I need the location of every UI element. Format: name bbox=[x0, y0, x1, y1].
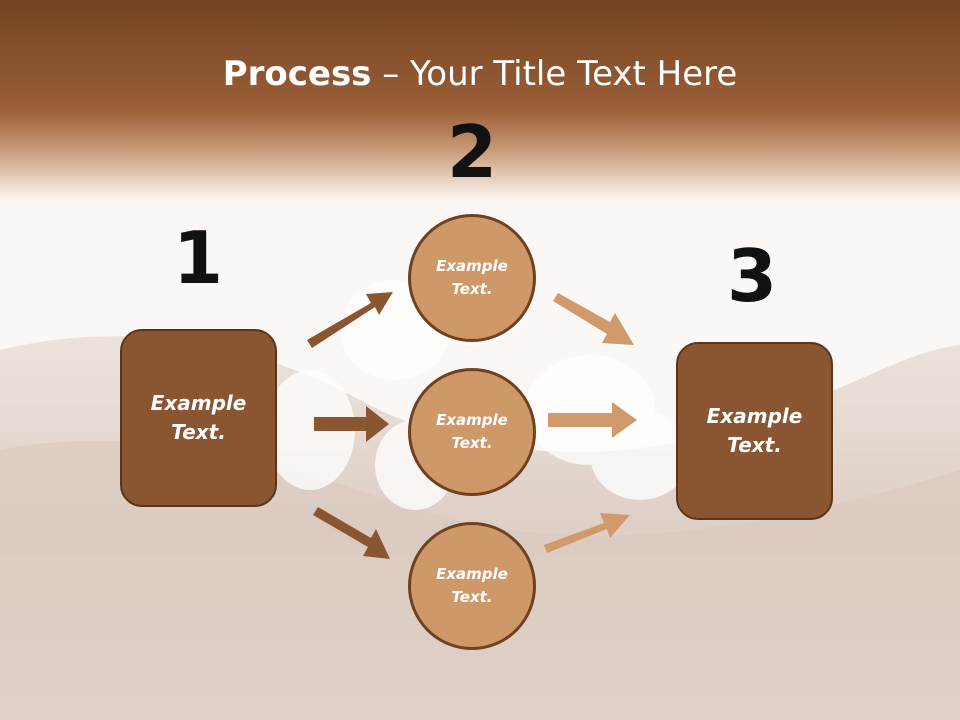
step-number-3: 3 bbox=[726, 234, 778, 318]
arrow-right-dark bbox=[314, 406, 389, 442]
step-number-1: 1 bbox=[172, 216, 224, 300]
step-number-2: 2 bbox=[446, 110, 498, 194]
title-rest: – Your Title Text Here bbox=[371, 54, 738, 94]
step-box-3[interactable]: Example Text. bbox=[676, 342, 833, 520]
process-circle-middle-label: Example Text. bbox=[436, 411, 508, 452]
process-circle-middle[interactable]: Example Text. bbox=[408, 368, 536, 496]
arrow-down-right-dark bbox=[313, 507, 390, 559]
step-box-3-label: Example Text. bbox=[706, 404, 803, 457]
process-circle-bottom-label: Example Text. bbox=[436, 565, 508, 606]
arrow-up-right-light bbox=[544, 513, 630, 553]
step-box-1[interactable]: Example Text. bbox=[120, 329, 277, 507]
slide-title: Process – Your Title Text Here bbox=[0, 52, 960, 96]
step-box-1-label: Example Text. bbox=[150, 391, 247, 444]
process-circle-top-label: Example Text. bbox=[436, 257, 508, 298]
process-circle-top[interactable]: Example Text. bbox=[408, 214, 536, 342]
arrow-right-light bbox=[548, 402, 637, 438]
arrow-up-right-dark bbox=[307, 292, 393, 348]
arrow-down-right-light bbox=[553, 293, 634, 345]
title-bold: Process bbox=[222, 54, 372, 94]
process-circle-bottom[interactable]: Example Text. bbox=[408, 522, 536, 650]
